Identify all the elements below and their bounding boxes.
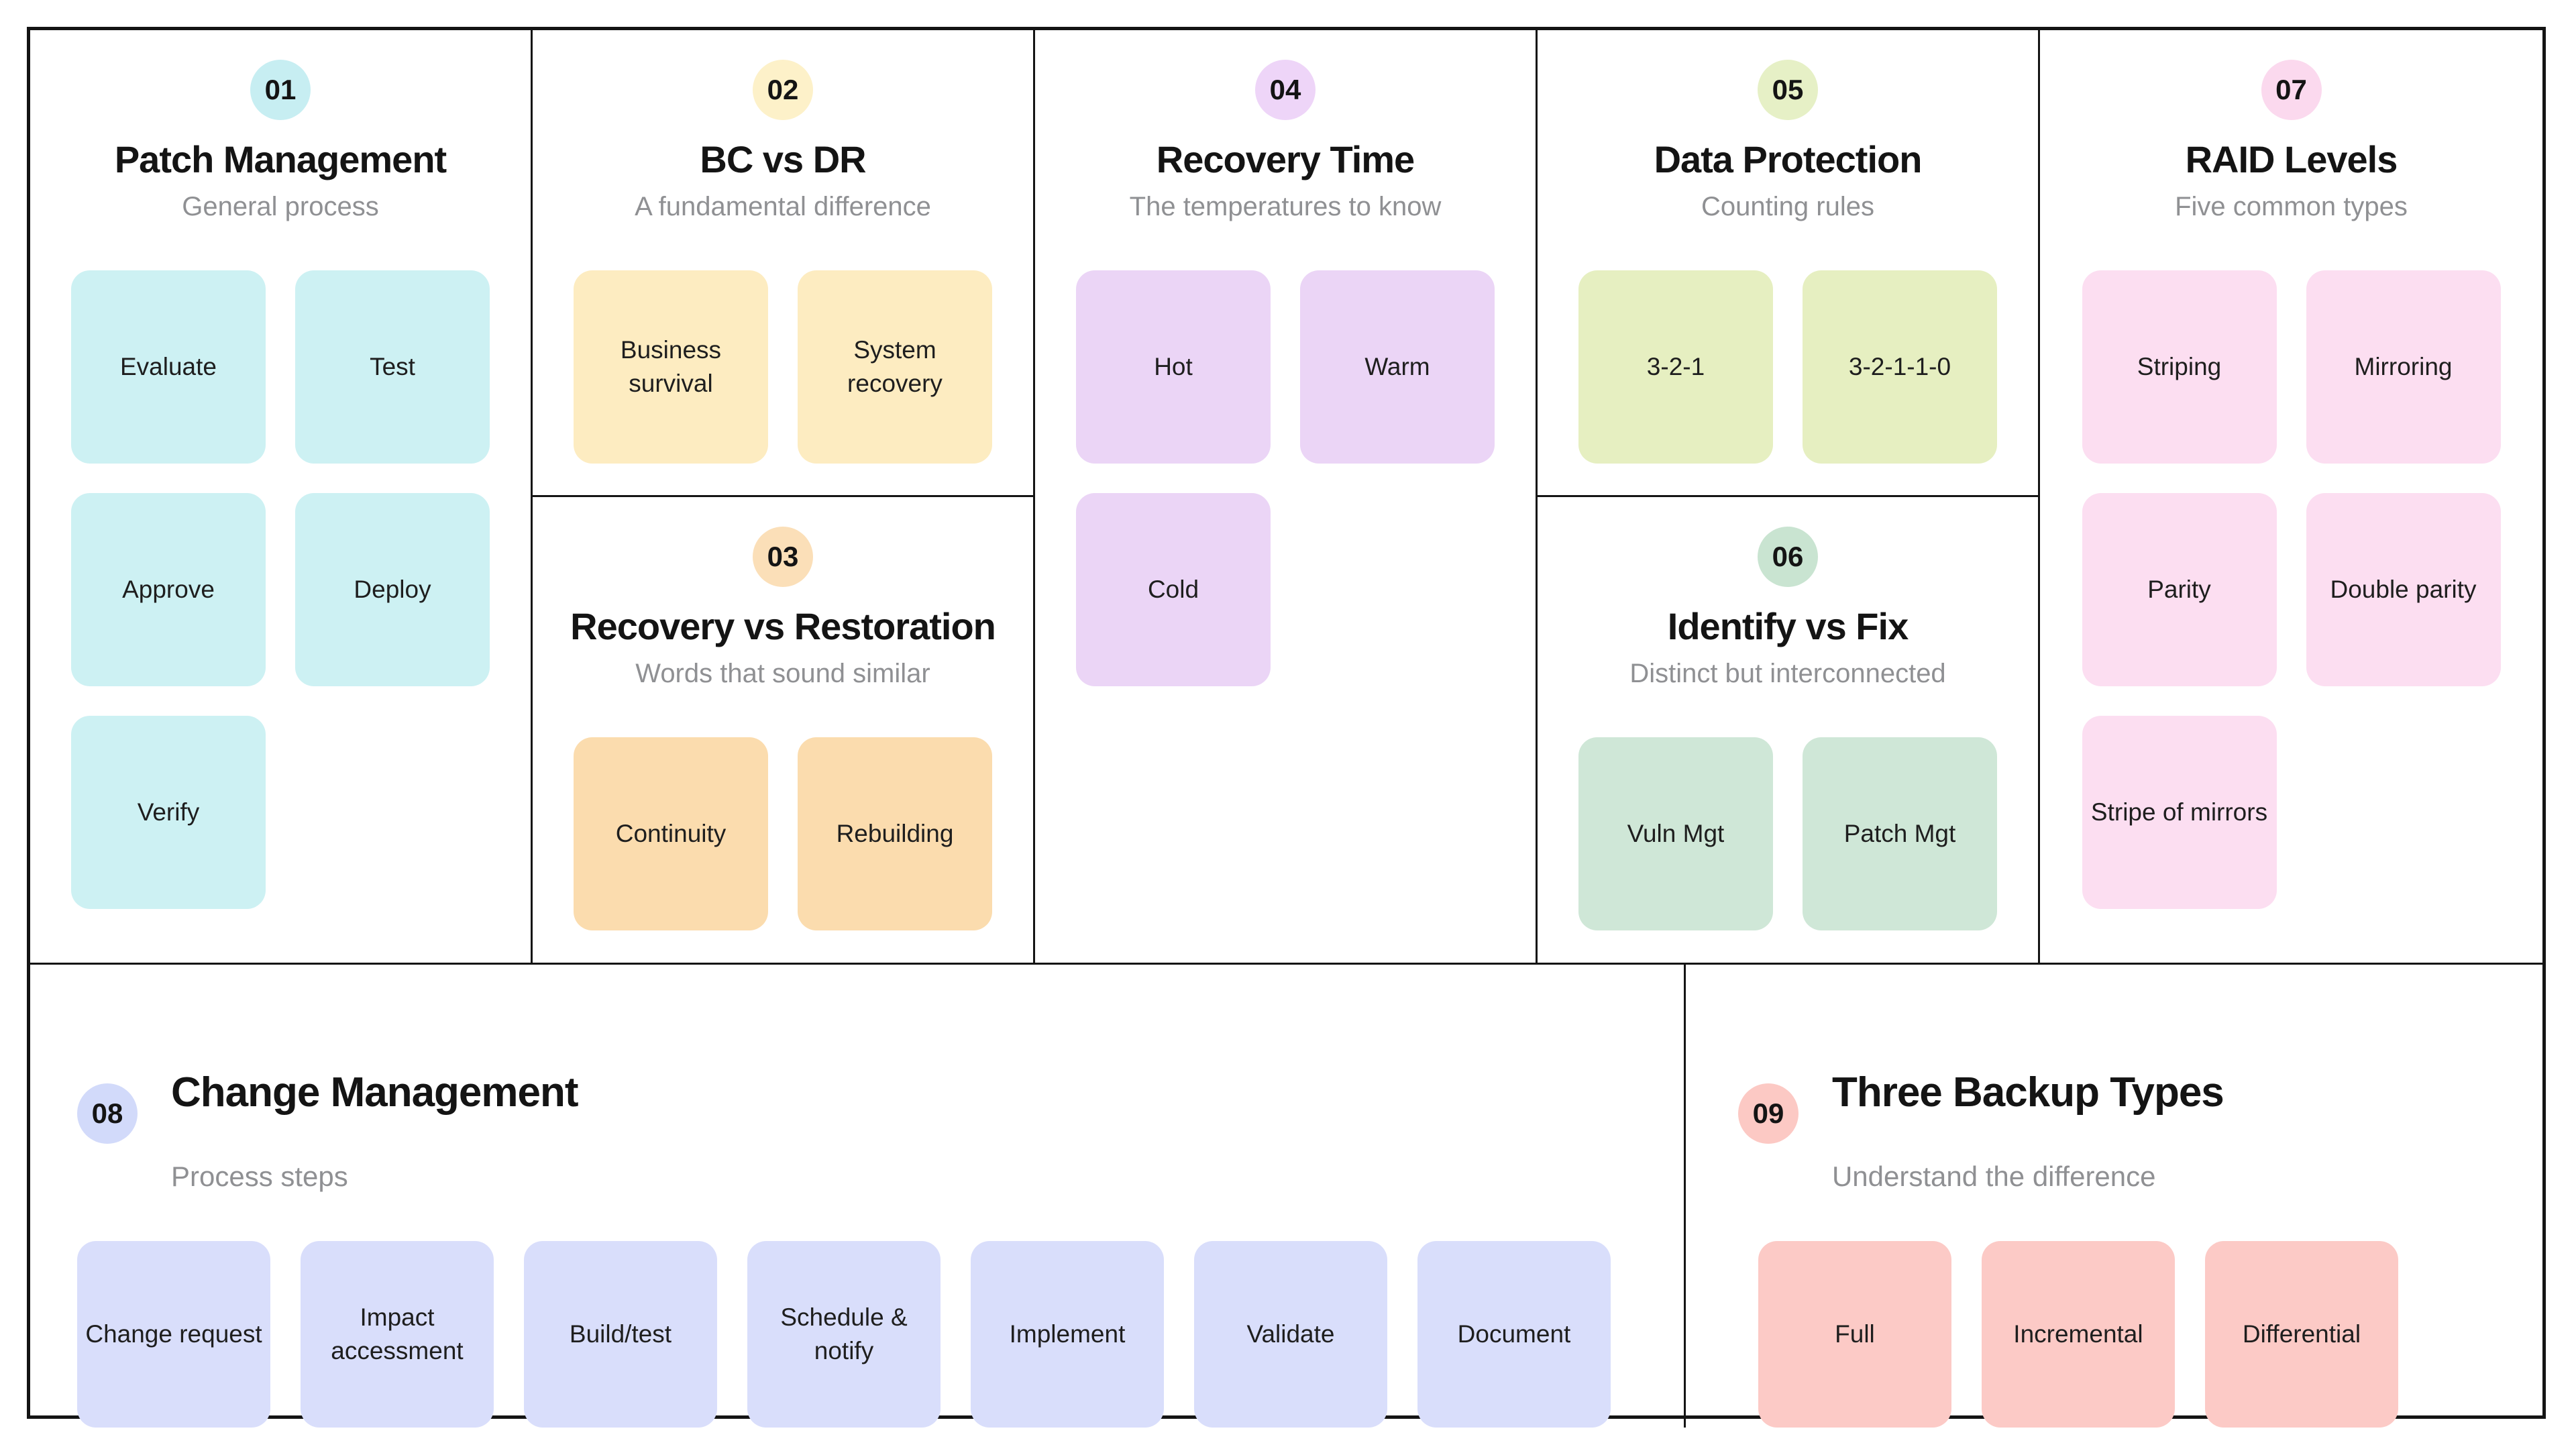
column-bottom-right: 09 Three Backup Types Understand the dif… [1686, 965, 2542, 1428]
section-04-cards: Hot Warm Cold [1076, 270, 1495, 686]
section-02-subtitle: A fundamental difference [635, 192, 931, 221]
section-bc-vs-dr: 02 BC vs DR A fundamental difference Bus… [533, 30, 1033, 495]
section-08-subtitle: Process steps [171, 1160, 348, 1192]
section-03-cards: Continuity Rebuilding [574, 737, 992, 931]
section-identify-vs-fix: 06 Identify vs Fix Distinct but intercon… [1538, 497, 2038, 962]
section-02-title: BC vs DR [700, 138, 866, 180]
column-bottom-left: 08 Change Management Process steps Chang… [30, 964, 1686, 1428]
card-system-recovery[interactable]: System recovery [798, 270, 992, 464]
section-09-badge: 09 [1737, 1083, 1799, 1144]
section-06-cards: Vuln Mgt Patch Mgt [1578, 737, 1997, 931]
section-07-title: RAID Levels [2185, 138, 2398, 180]
section-04-subtitle: The temperatures to know [1129, 192, 1442, 221]
section-02-cards: Business survival System recovery [574, 270, 992, 464]
card-test[interactable]: Test [295, 270, 490, 464]
card-incremental[interactable]: Incremental [1981, 1240, 2175, 1428]
section-01-cards: Evaluate Test Approve Deploy Verify [71, 270, 490, 909]
section-05-subtitle: Counting rules [1701, 192, 1874, 221]
card-3-2-1-1-0[interactable]: 3-2-1-1-0 [1803, 270, 1997, 464]
card-document[interactable]: Document [1417, 1240, 1611, 1428]
card-approve[interactable]: Approve [71, 493, 266, 686]
card-build-test[interactable]: Build/test [524, 1240, 717, 1428]
card-impact-accessment[interactable]: Impact accessment [301, 1240, 494, 1428]
section-09-header: 09 Three Backup Types Understand the dif… [1737, 1034, 2542, 1193]
card-rebuilding[interactable]: Rebuilding [798, 737, 992, 931]
section-01-badge: 01 [250, 60, 311, 120]
top-row: 01 Patch Management General process Eval… [30, 30, 2542, 963]
card-evaluate[interactable]: Evaluate [71, 270, 266, 464]
column-4: 05 Data Protection Counting rules 3-2-1 … [1538, 30, 2040, 963]
section-recovery-time: 04 Recovery Time The temperatures to kno… [1035, 30, 1536, 963]
section-recovery-vs-restoration: 03 Recovery vs Restoration Words that so… [533, 497, 1033, 962]
card-change-request[interactable]: Change request [77, 1240, 270, 1428]
section-01-title: Patch Management [114, 138, 447, 180]
card-parity[interactable]: Parity [2082, 493, 2277, 686]
card-hot[interactable]: Hot [1076, 270, 1271, 464]
section-06-badge: 06 [1758, 527, 1818, 588]
section-data-protection: 05 Data Protection Counting rules 3-2-1 … [1538, 30, 2038, 495]
column-3: 04 Recovery Time The temperatures to kno… [1035, 30, 1538, 963]
card-3-2-1[interactable]: 3-2-1 [1578, 270, 1773, 464]
section-05-badge: 05 [1758, 60, 1818, 120]
section-09-subtitle: Understand the difference [1831, 1160, 2156, 1192]
card-full[interactable]: Full [1758, 1240, 1951, 1428]
card-validate[interactable]: Validate [1194, 1240, 1387, 1428]
section-06-subtitle: Distinct but interconnected [1629, 659, 1946, 689]
column-5: 07 RAID Levels Five common types Stripin… [2040, 30, 2542, 963]
card-deploy[interactable]: Deploy [295, 493, 490, 686]
card-vuln-mgt[interactable]: Vuln Mgt [1578, 737, 1773, 931]
section-06-title: Identify vs Fix [1667, 605, 1909, 648]
section-07-subtitle: Five common types [2175, 192, 2408, 221]
section-patch-management: 01 Patch Management General process Eval… [30, 30, 531, 963]
section-05-title: Data Protection [1654, 138, 1923, 180]
card-schedule-notify[interactable]: Schedule & notify [747, 1240, 941, 1428]
section-02-badge: 02 [753, 60, 813, 120]
section-07-cards: Striping Mirroring Parity Double parity … [2082, 270, 2501, 909]
card-verify[interactable]: Verify [71, 716, 266, 909]
section-09-title: Three Backup Types [1831, 1069, 2224, 1116]
column-2: 02 BC vs DR A fundamental difference Bus… [533, 30, 1035, 963]
card-continuity[interactable]: Continuity [574, 737, 768, 931]
section-change-management: 08 Change Management Process steps Chang… [30, 965, 1684, 1428]
section-07-badge: 07 [2261, 60, 2322, 120]
section-04-badge: 04 [1255, 60, 1316, 120]
section-04-title: Recovery Time [1156, 138, 1415, 180]
card-business-survival[interactable]: Business survival [574, 270, 768, 464]
section-three-backup-types: 09 Three Backup Types Understand the dif… [1686, 965, 2542, 1428]
board: 01 Patch Management General process Eval… [27, 27, 2546, 1428]
section-01-subtitle: General process [182, 192, 379, 221]
column-1: 01 Patch Management General process Eval… [30, 30, 533, 963]
section-08-badge: 08 [77, 1083, 138, 1144]
card-cold[interactable]: Cold [1076, 493, 1271, 686]
bottom-row: 08 Change Management Process steps Chang… [30, 962, 2542, 1428]
card-patch-mgt[interactable]: Patch Mgt [1803, 737, 1997, 931]
card-mirroring[interactable]: Mirroring [2306, 270, 2501, 464]
card-double-parity[interactable]: Double parity [2306, 493, 2501, 686]
section-05-cards: 3-2-1 3-2-1-1-0 [1578, 270, 1997, 464]
section-08-title: Change Management [171, 1069, 579, 1116]
card-stripe-of-mirrors[interactable]: Stripe of mirrors [2082, 716, 2277, 909]
card-differential[interactable]: Differential [2204, 1240, 2398, 1428]
section-08-cards: Change request Impact accessment Build/t… [77, 1240, 1684, 1428]
card-implement[interactable]: Implement [971, 1240, 1164, 1428]
card-striping[interactable]: Striping [2082, 270, 2277, 464]
card-warm[interactable]: Warm [1300, 270, 1495, 464]
section-09-cards: Full Incremental Differential [1758, 1240, 2542, 1428]
section-raid-levels: 07 RAID Levels Five common types Stripin… [2040, 30, 2542, 963]
section-03-subtitle: Words that sound similar [635, 659, 930, 689]
section-03-badge: 03 [753, 527, 813, 588]
section-08-header: 08 Change Management Process steps [77, 1034, 1684, 1193]
section-03-title: Recovery vs Restoration [570, 605, 996, 648]
